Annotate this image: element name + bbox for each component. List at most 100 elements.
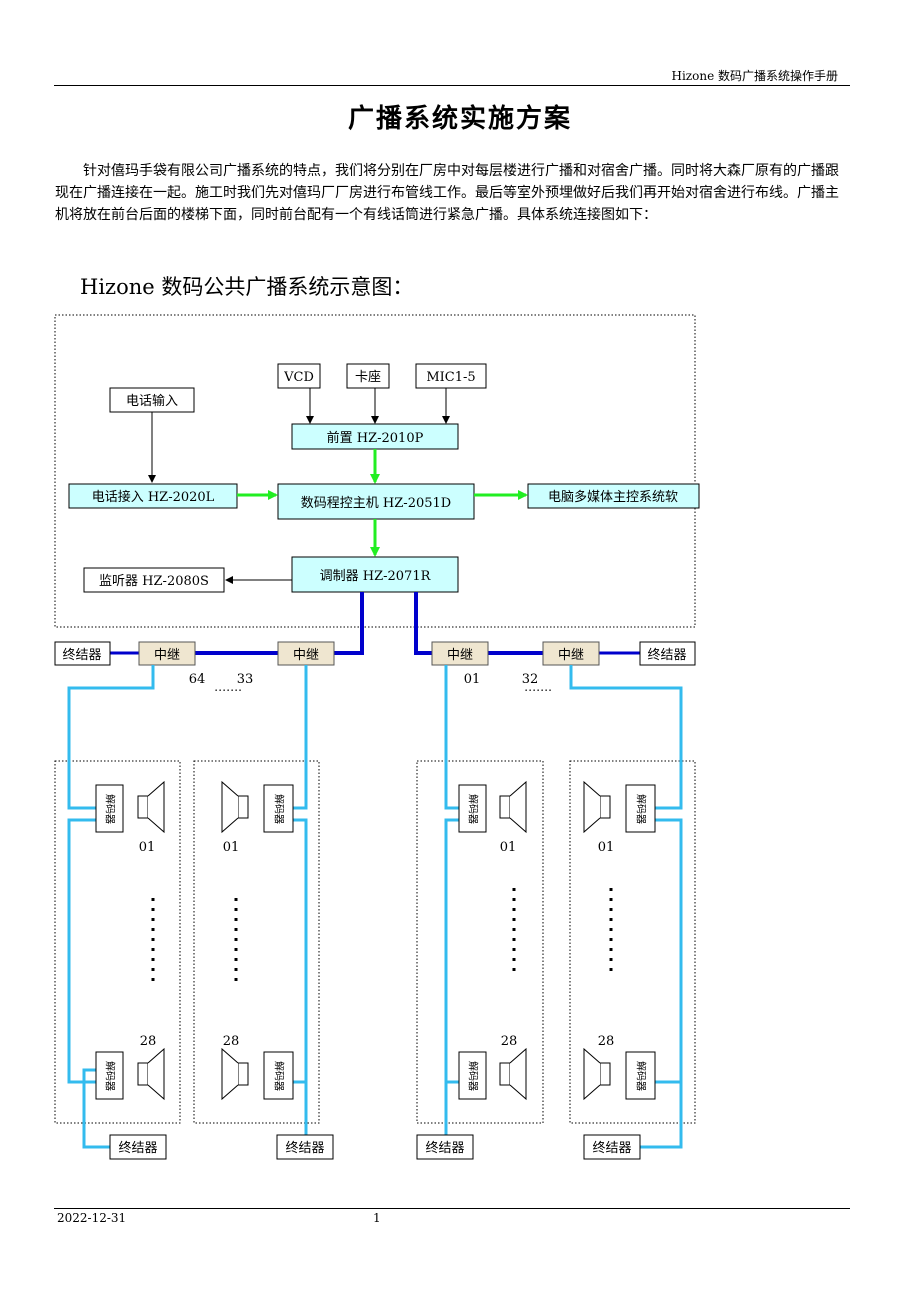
cassette-box: [346, 363, 390, 389]
phone-input-box: [109, 387, 195, 413]
decoder-z3-01: [458, 784, 487, 833]
terminator-zone-4: [583, 1134, 641, 1160]
repeater-1: [138, 641, 196, 666]
terminator-zone-2-label: 终结器: [285, 1140, 324, 1156]
zone-2-boundary: [193, 760, 320, 1124]
decoder-z1-28-label: 解码器: [104, 1061, 117, 1091]
intro-paragraph: 针对僖玛手袋有限公司广播系统的特点，我们将分别在厂房中对每层楼进行广播和对宿舍广…: [55, 160, 845, 226]
preamp-label: 前置 HZ-2010P: [327, 430, 424, 446]
terminator-zone-1-label: 终结器: [118, 1140, 157, 1156]
range-right-dots: …….: [524, 680, 552, 694]
decoder-z3-01-label: 解码器: [467, 794, 480, 824]
terminator-zone-3-label: 终结器: [425, 1140, 464, 1156]
repeater-2-label: 中继: [293, 648, 319, 663]
page-title: 广播系统实施方案: [347, 104, 572, 134]
range-left-from: 64: [189, 672, 206, 687]
zone-3-last-label: 28: [501, 1034, 518, 1049]
terminator-bus-left-label: 终结器: [62, 647, 101, 663]
decoder-z2-28-label: 解码器: [273, 1061, 286, 1091]
decoder-z1-28: [95, 1051, 124, 1100]
diagram-title: Hizone 数码公共广播系统示意图：: [80, 275, 414, 299]
terminator-zone-2: [276, 1134, 334, 1160]
decoder-z1-01: [95, 784, 124, 833]
monitor-label: 监听器 HZ-2080S: [99, 574, 209, 589]
decoder-z2-01: [263, 784, 294, 833]
host-label: 数码程控主机 HZ-2051D: [301, 496, 451, 511]
zone-1-cable-b: [67, 818, 96, 1084]
cassette-label: 卡座: [355, 370, 381, 385]
modulator-label: 调制器 HZ-2071R: [320, 569, 432, 584]
range-left-dots: …….: [214, 680, 242, 694]
decoder-z3-28: [458, 1051, 487, 1100]
pc-software-box: [527, 483, 700, 509]
footer-date: 2022-12-31: [57, 1211, 127, 1225]
header-doc-title: Hizone 数码广播系统操作手册: [671, 69, 839, 83]
control-room-boundary: [54, 314, 696, 628]
speaker-icon: [221, 1048, 249, 1100]
decoder-z4-28-label: 解码器: [635, 1061, 648, 1091]
zone-3-first-label: 01: [500, 840, 517, 855]
zone-3-boundary: [416, 760, 544, 1124]
range-right-to: 32: [522, 672, 539, 687]
speaker-icon: [583, 781, 611, 833]
terminator-bus-left: [54, 641, 111, 666]
zone-2-cable-b: [293, 818, 308, 1135]
preamp-box: [291, 423, 459, 450]
vcd-box: [277, 363, 321, 389]
monitor-box: [83, 567, 225, 593]
modulator-box: [291, 556, 459, 593]
decoder-z2-01-label: 解码器: [273, 794, 286, 824]
pc-software-label: 电脑多媒体主控系统软: [548, 489, 678, 505]
intro-text: 针对僖玛手袋有限公司广播系统的特点，我们将分别在厂房中对每层楼进行广播和对宿舍广…: [55, 163, 839, 223]
decoder-z3-28-label: 解码器: [467, 1061, 480, 1091]
phone-interface-box: [68, 483, 238, 509]
host-box: [277, 483, 475, 520]
footer-page-number: 1: [373, 1211, 381, 1225]
speaker-icon: [499, 1048, 527, 1100]
terminator-zone-4-label: 终结器: [592, 1140, 631, 1156]
repeater-3: [431, 641, 489, 666]
zone-3-cable-b: [444, 818, 459, 1135]
speaker-icon: [137, 781, 165, 833]
bus-left-drop: [332, 592, 364, 655]
header-rule: [54, 85, 850, 86]
speaker-icon: [221, 781, 249, 833]
range-right-from: 01: [464, 672, 481, 687]
decoder-z4-01-label: 解码器: [635, 794, 648, 824]
zone-4-last-label: 28: [598, 1034, 615, 1049]
decoder-z4-01: [625, 784, 656, 833]
terminator-bus-right: [639, 641, 696, 666]
zone-1-last-label: 28: [140, 1034, 157, 1049]
terminator-zone-1: [109, 1134, 167, 1160]
terminator-bus-right-label: 终结器: [647, 647, 686, 663]
repeater-4-label: 中继: [558, 648, 584, 663]
speaker-icon: [137, 1048, 165, 1100]
phone-interface-label: 电话接入 HZ-2020L: [92, 489, 215, 505]
speaker-icon: [583, 1048, 611, 1100]
zone-1-boundary: [54, 760, 181, 1124]
bus-right-drop: [414, 592, 432, 655]
decoder-z1-01-label: 解码器: [104, 794, 117, 824]
zone-2-first-label: 01: [223, 840, 240, 855]
mic-box: [415, 363, 487, 389]
zone-4-first-label: 01: [598, 840, 615, 855]
zone-2-last-label: 28: [223, 1034, 240, 1049]
range-left-to: 33: [237, 672, 254, 687]
vcd-label: VCD: [283, 370, 314, 385]
zone-4-cable-b: [640, 818, 683, 1149]
zone-2-cable-a: [293, 665, 308, 810]
zone-1-first-label: 01: [139, 840, 156, 855]
terminator-zone-3: [416, 1134, 474, 1160]
footer-rule: [54, 1208, 850, 1209]
repeater-3-label: 中继: [447, 648, 473, 663]
zone-4-cable-a: [569, 665, 683, 810]
zone-1-cable-c: [82, 1068, 110, 1149]
decoder-z4-28: [625, 1051, 656, 1100]
phone-input-label: 电话输入: [126, 393, 178, 409]
speaker-icon: [499, 781, 527, 833]
zone-1-cable-a: [67, 665, 155, 810]
zone-4-boundary: [569, 760, 696, 1124]
zone-3-cable-a: [444, 665, 459, 810]
decoder-z2-28: [263, 1051, 294, 1100]
